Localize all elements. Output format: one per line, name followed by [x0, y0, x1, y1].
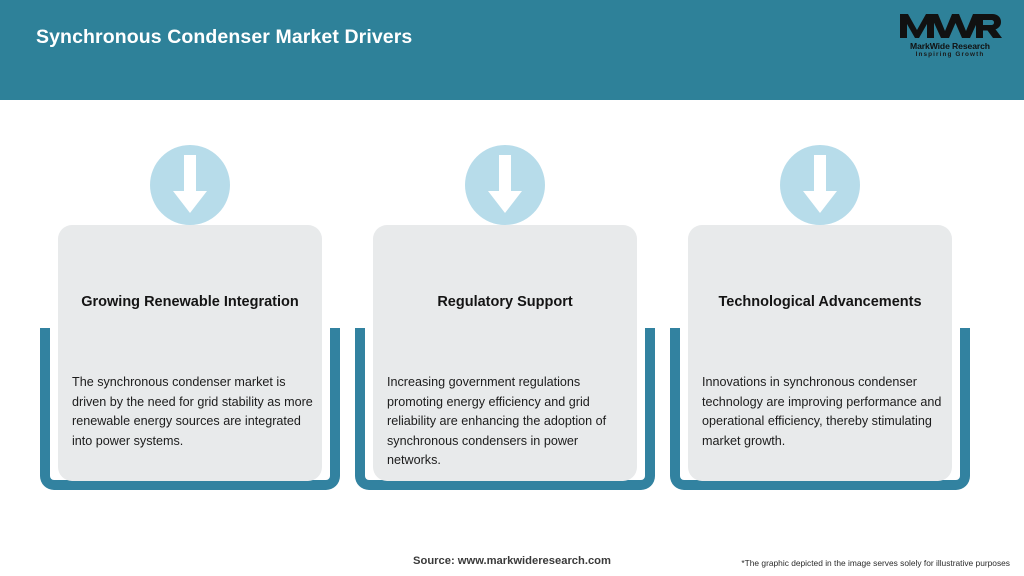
card-body-1: The synchronous condenser market is driv…	[72, 375, 313, 448]
mwr-logo-icon	[900, 14, 1002, 38]
card-panel-2: Regulatory Support Increasing government…	[373, 225, 637, 481]
card-panel-3: Technological Advancements Innovations i…	[688, 225, 952, 481]
page-header: Synchronous Condenser Market Drivers Mar…	[0, 0, 1024, 100]
card-bracket-3	[670, 328, 970, 490]
page-title: Synchronous Condenser Market Drivers	[36, 26, 413, 48]
arrow-down-glyph	[803, 155, 837, 213]
card-bracket-1	[40, 328, 340, 490]
card-body-3: Innovations in synchronous condenser tec…	[702, 375, 942, 448]
card-bracket-2	[355, 328, 655, 490]
card-panel-1: Growing Renewable Integration The synchr…	[58, 225, 322, 481]
card-title-2: Regulatory Support	[437, 294, 573, 310]
card-title-3: Technological Advancements	[718, 294, 922, 310]
source-label: Source: www.markwideresearch.com	[413, 555, 611, 567]
driver-card-2: Regulatory Support Increasing government…	[355, 145, 655, 545]
card-body-2: Increasing government regulations promot…	[387, 375, 607, 467]
disclaimer-label: *The graphic depicted in the image serve…	[741, 558, 1010, 568]
driver-cards-container: Growing Renewable Integration The synchr…	[0, 100, 1024, 546]
arrow-down-icon-1	[150, 145, 230, 225]
logo-company-name: MarkWide Research	[910, 41, 990, 51]
card-title-1: Growing Renewable Integration	[81, 294, 299, 310]
company-logo: MarkWide Research Inspiring Growth	[898, 10, 1002, 62]
logo-tagline: Inspiring Growth	[915, 51, 985, 58]
driver-card-1: Growing Renewable Integration The synchr…	[40, 145, 340, 545]
arrow-down-icon-2	[465, 145, 545, 225]
arrow-down-glyph	[173, 155, 207, 213]
arrow-down-glyph	[488, 155, 522, 213]
driver-card-3: Technological Advancements Innovations i…	[670, 145, 970, 545]
arrow-down-icon-3	[780, 145, 860, 225]
